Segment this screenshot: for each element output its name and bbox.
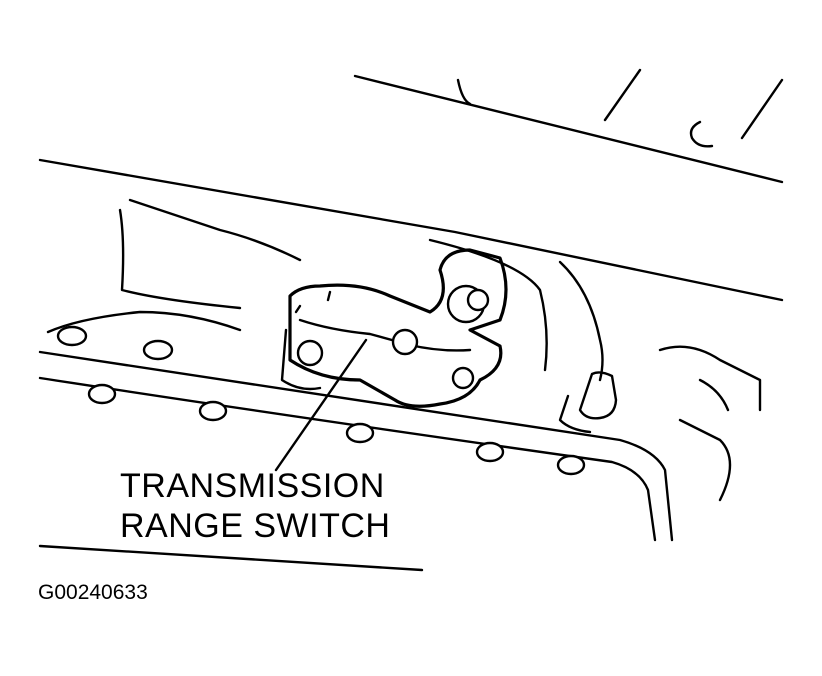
pan-bolts (56, 325, 586, 476)
callout-label: TRANSMISSION RANGE SWITCH (120, 466, 390, 546)
upper-housing-lines (38, 68, 784, 302)
wiring-connector (558, 345, 762, 502)
range-switch-body (280, 248, 508, 408)
caption-rule (38, 544, 424, 572)
figure-id: G00240633 (38, 581, 148, 604)
callout-line-1: TRANSMISSION (120, 467, 385, 505)
callout-line-2: RANGE SWITCH (120, 507, 391, 545)
callout-leader-line (274, 338, 368, 472)
